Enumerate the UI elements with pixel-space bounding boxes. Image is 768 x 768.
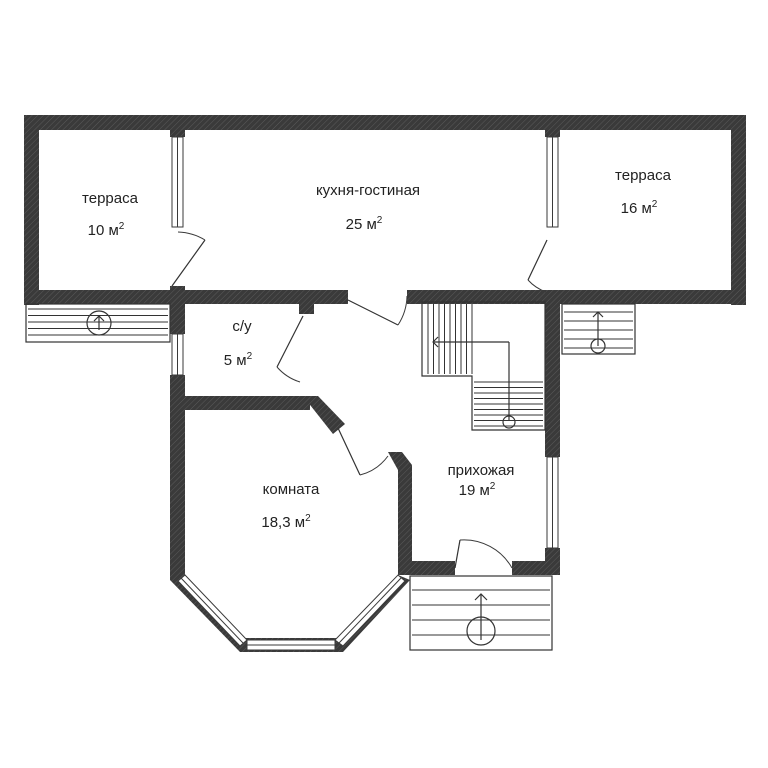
door-swing-icon — [527, 239, 548, 293]
room-area: 10 м2 — [88, 221, 125, 239]
door-swing-icon — [276, 315, 304, 383]
door-swing-icon — [454, 539, 513, 569]
room-name: терраса — [82, 190, 139, 207]
room-bedroom: комната 18,3 м2 — [261, 481, 320, 531]
window-icon — [546, 136, 559, 228]
room-area: 19 м2 — [459, 481, 496, 499]
room-bathroom: с/у 5 м2 — [224, 318, 253, 369]
window-icon — [246, 639, 336, 651]
room-area: 5 м2 — [224, 351, 253, 369]
arrow-up-circle-icon — [86, 310, 112, 336]
room-name: с/у — [232, 318, 252, 335]
room-area: 16 м2 — [621, 199, 658, 217]
porch-right — [561, 303, 636, 355]
room-area: 18,3 м2 — [261, 513, 311, 531]
room-name: терраса — [615, 167, 672, 184]
arrow-up-circle-icon — [590, 311, 606, 354]
room-labels: терраса 10 м2 кухня-гостиная 25 м2 терра… — [82, 167, 672, 531]
room-terrace-left: терраса 10 м2 — [82, 190, 139, 239]
window-icon — [334, 574, 406, 647]
door-swing-icon — [337, 427, 389, 476]
window-icon — [171, 136, 184, 228]
room-name: комната — [263, 481, 320, 498]
window-icon — [171, 333, 184, 376]
porch-entrance — [409, 575, 553, 651]
room-terrace-right: терраса 16 м2 — [615, 167, 672, 217]
room-kitchen-living: кухня-гостиная 25 м2 — [316, 182, 420, 233]
arrow-up-circle-icon — [466, 593, 496, 646]
window-icon — [546, 456, 559, 549]
staircase-icon — [421, 301, 546, 431]
room-name: кухня-гостиная — [316, 182, 420, 199]
porch-left — [25, 303, 171, 343]
door-swing-icon — [171, 231, 206, 287]
room-name: прихожая — [448, 462, 515, 479]
window-icon — [177, 574, 248, 647]
door-swing-icon — [347, 295, 408, 326]
windows — [171, 136, 559, 651]
doors — [171, 231, 548, 569]
room-area: 25 м2 — [346, 215, 383, 233]
room-hallway: прихожая 19 м2 — [448, 462, 515, 499]
